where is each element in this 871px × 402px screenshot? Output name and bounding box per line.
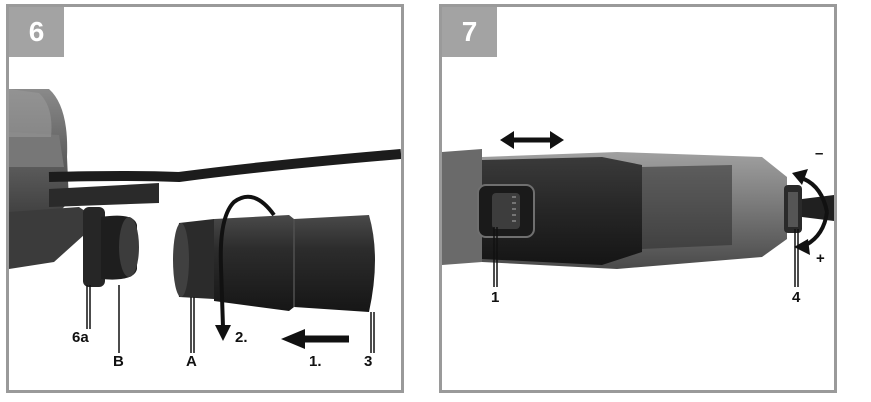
figure-number-badge: 7	[442, 7, 497, 57]
callout-leader-lines	[493, 227, 799, 287]
figure-number-badge: 6	[9, 7, 64, 57]
push-arrow-step-1	[281, 329, 349, 349]
callout-label-3: 3	[364, 353, 373, 370]
figure-panel-7: 7	[439, 4, 837, 393]
callout-leader-lines	[86, 285, 375, 353]
callout-label-A: A	[186, 353, 197, 370]
dial-rotation-arrows	[792, 169, 829, 255]
minus-label: –	[815, 145, 824, 162]
hose-adapter-3	[173, 215, 375, 312]
figure-panel-6: 6	[6, 4, 404, 393]
callout-label-4: 4	[792, 289, 801, 306]
double-headed-arrow	[500, 131, 564, 149]
callout-label-6a: 6a	[72, 329, 89, 346]
power-cable	[48, 149, 401, 207]
step-label-1: 1.	[309, 353, 322, 370]
extraction-port-6a	[9, 207, 139, 287]
step-label-2: 2.	[235, 329, 248, 346]
tool-housing	[9, 89, 69, 227]
callout-label-B: B	[113, 353, 124, 370]
callout-label-1: 1	[491, 289, 500, 306]
plus-label: +	[816, 250, 825, 267]
slide-switch-1	[477, 184, 535, 238]
tool-switch-and-speed-dial-illustration	[442, 131, 834, 287]
dust-extraction-adapter-illustration	[9, 89, 401, 353]
rotation-arrow-step-2	[215, 194, 276, 341]
